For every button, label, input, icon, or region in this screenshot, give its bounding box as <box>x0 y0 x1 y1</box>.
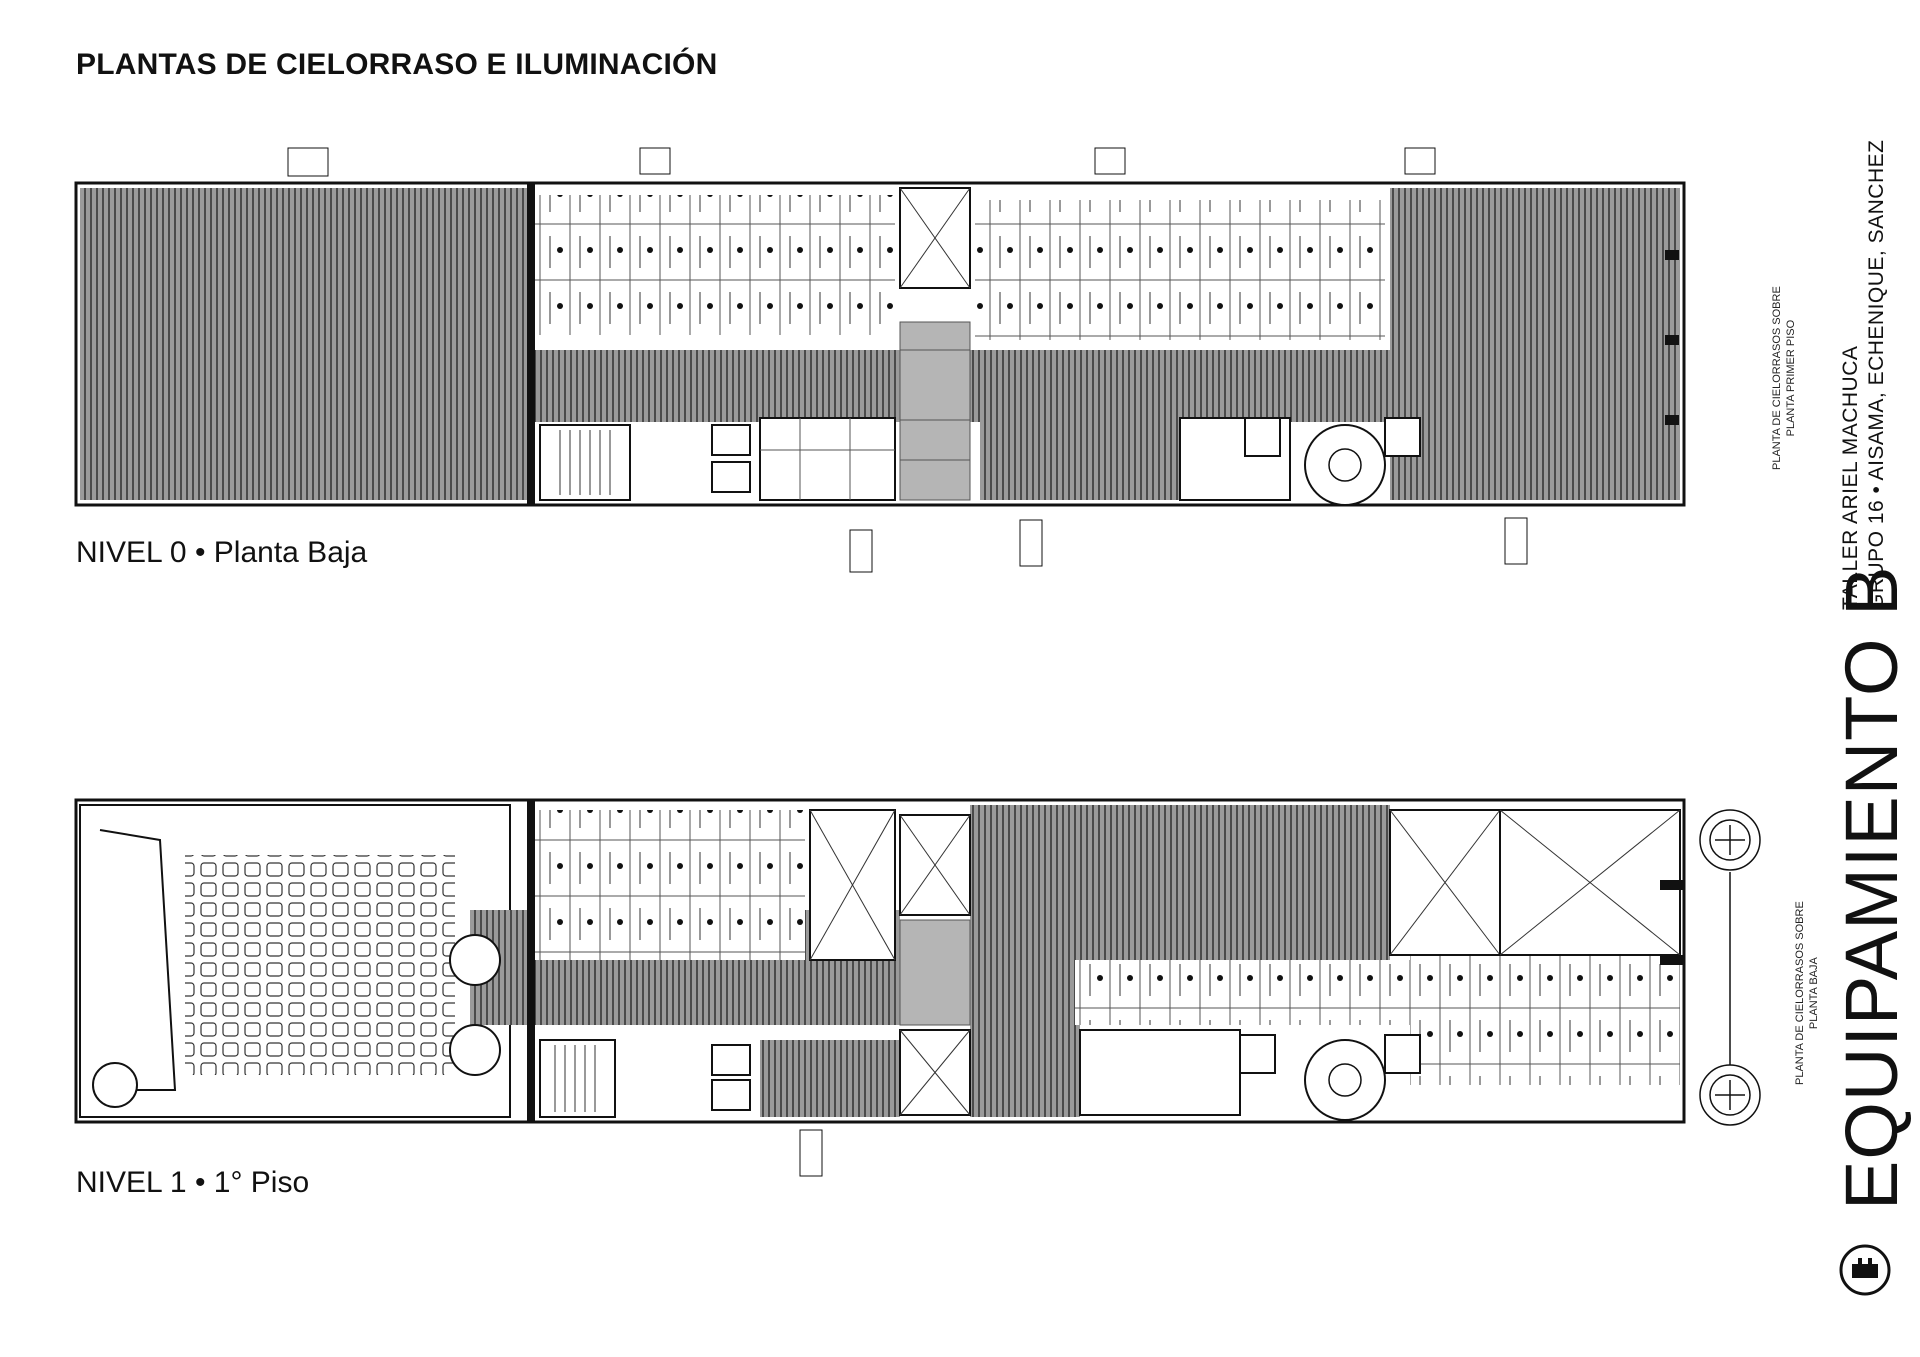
plan-0-slat-zone-mid <box>980 420 1180 500</box>
caption-upper-line-1: PLANTA DE CIELORRASOS SOBRE <box>1771 286 1783 470</box>
plan-1-lift-3 <box>1239 1034 1276 1074</box>
plan-1-lift-1 <box>711 1044 751 1076</box>
plan-0-lift-3 <box>1244 417 1281 457</box>
plan-label-nivel-1: NIVEL 1 • 1° Piso <box>76 1166 310 1199</box>
project-logo-icon <box>1839 1244 1891 1296</box>
caption-upper: PLANTA DE CIELORRASOS SOBRE PLANTA PRIME… <box>1770 286 1799 470</box>
plan-0-grey-panels <box>899 321 971 501</box>
plan-0-slat-zone-east <box>1390 188 1680 500</box>
caption-upper-line-2: PLANTA PRIMER PISO <box>1785 319 1798 437</box>
plan-1-lift-2 <box>711 1079 751 1111</box>
plan-1-seating <box>185 855 455 1075</box>
plan-0-office-grid-east <box>975 200 1385 340</box>
plan-1-wc-block <box>1079 1029 1241 1116</box>
plan-0-lift-4 <box>1384 417 1421 457</box>
tree-icon-1 <box>1699 809 1761 871</box>
plan-0-wc-block <box>759 417 896 501</box>
plan-0-slat-zone-west <box>80 188 528 500</box>
plan-1-slat-zone-low <box>970 1010 1080 1117</box>
caption-lower-line-1: PLANTA DE CIELORRASOS SOBRE <box>1794 901 1806 1085</box>
project-title: EQUIPAMIENTO B <box>1830 565 1913 1210</box>
plan-0-slat-corridor-west <box>390 350 900 422</box>
plan-1-grey-panels <box>899 919 971 1026</box>
plan-1-stair-west <box>539 1039 616 1118</box>
caption-lower: PLANTA DE CIELORRASOS SOBRE PLANTA BAJA <box>1793 901 1822 1085</box>
annotation-tags <box>287 147 1528 1177</box>
plan-nivel-1 <box>74 798 1686 1124</box>
plan-1-office-grid-mid <box>1075 960 1410 1025</box>
tree-icon-2 <box>1699 1064 1761 1126</box>
plan-0-lift-1 <box>711 424 751 456</box>
tree-symbols <box>1699 809 1761 1126</box>
plan-label-nivel-0: NIVEL 0 • Planta Baja <box>76 536 368 569</box>
caption-lower-line-2: PLANTA BAJA <box>1808 957 1821 1030</box>
plan-1-lift-4 <box>1384 1034 1421 1074</box>
plan-1-auditorium-stair <box>92 1062 138 1108</box>
plan-1-slat-zone-core <box>760 1040 900 1117</box>
plan-0-stair-west <box>539 424 631 501</box>
studio-name: TALLER ARIEL MACHUCA <box>1839 345 1862 610</box>
plan-0-slat-corridor-east <box>970 350 1390 422</box>
plan-1-office-grid-east <box>1410 955 1680 1085</box>
plan-0-office-grid-west <box>535 195 895 335</box>
plan-1-office-grid-west <box>535 810 805 960</box>
plan-1-entry-door <box>449 934 501 986</box>
plan-nivel-0 <box>74 181 1686 507</box>
plan-0-lift-2 <box>711 461 751 493</box>
title-block-credits: TALLER ARIEL MACHUCA GRUPO 16 • AISAMA, … <box>1838 140 1891 610</box>
sheet-title: PLANTAS DE CIELORRASO E ILUMINACIÓN <box>76 48 718 81</box>
group-members: GRUPO 16 • AISAMA, ECHENIQUE, SANCHEZ <box>1865 139 1889 610</box>
